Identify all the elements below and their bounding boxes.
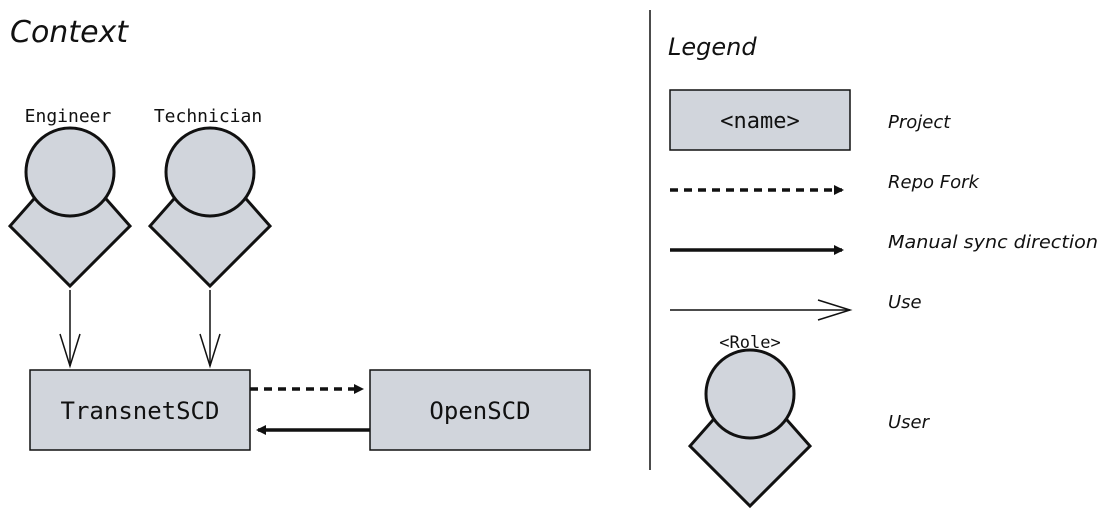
technician-use-arrow bbox=[199, 290, 221, 369]
legend-sync-label: Manual sync direction bbox=[888, 232, 1098, 253]
legend-use-arrow bbox=[670, 299, 853, 321]
technician-label: Technician bbox=[154, 106, 262, 127]
transnetscd-label: TransnetSCD bbox=[61, 397, 220, 425]
openscd-box bbox=[369, 369, 591, 451]
legend-user-icon bbox=[687, 348, 813, 509]
engineer-label: Engineer bbox=[25, 106, 112, 127]
legend-use-label: Use bbox=[888, 292, 922, 313]
legend-user-label: User bbox=[888, 412, 931, 433]
legend-project-label: Project bbox=[888, 112, 951, 133]
legend-title: Legend bbox=[668, 33, 757, 61]
openscd-label: OpenSCD bbox=[429, 397, 530, 425]
context-title: Context bbox=[10, 15, 129, 50]
legend-project-box-label: <name> bbox=[720, 109, 799, 134]
technician-user-icon bbox=[147, 126, 273, 289]
engineer-use-arrow bbox=[59, 290, 81, 369]
legend-fork-label: Repo Fork bbox=[888, 172, 981, 193]
engineer-user-icon bbox=[7, 126, 133, 289]
legend-role-label: <Role> bbox=[719, 333, 780, 353]
transnetscd-box bbox=[29, 369, 251, 451]
legend-project-box bbox=[669, 89, 851, 151]
